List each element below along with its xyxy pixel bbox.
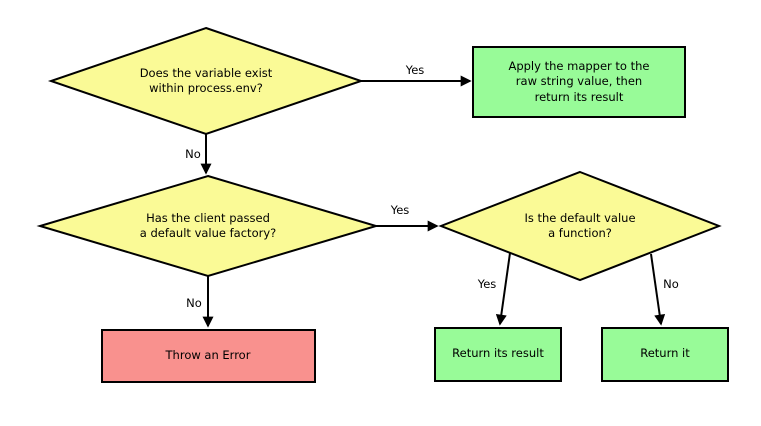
action-throw-error-shape	[101, 329, 316, 383]
edge-function-no-arrow	[650, 253, 666, 326]
action-return-it-shape	[601, 327, 729, 382]
action-return-its-result-shape	[434, 327, 562, 382]
decision-default-factory-shape	[36, 174, 380, 278]
decision-default-is-function-shape	[438, 170, 722, 282]
edge-function-yes-arrow	[495, 252, 511, 326]
action-apply-mapper-shape	[472, 46, 686, 118]
decision-env-exists-shape	[47, 26, 365, 136]
